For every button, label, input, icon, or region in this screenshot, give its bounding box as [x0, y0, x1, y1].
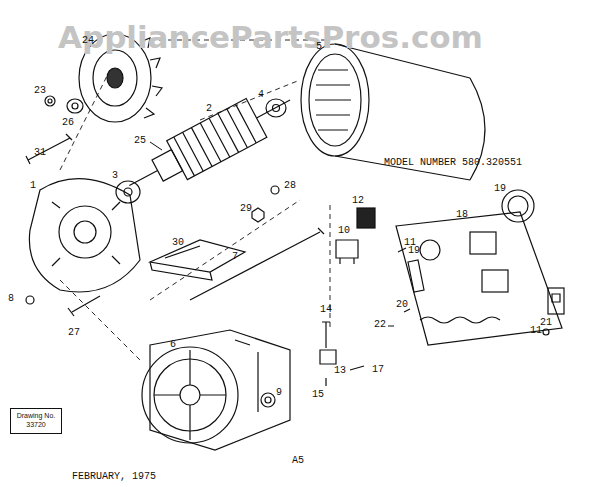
- callout-number: 29: [240, 204, 252, 214]
- drawing-number-box: Drawing No. 33720: [10, 408, 62, 434]
- callout-number: 22: [374, 320, 386, 330]
- callout-number: 15: [312, 390, 324, 400]
- callout-number: 13: [334, 366, 346, 376]
- note-text: MODEL NUMBER 580.320551: [384, 158, 522, 168]
- callout-number: 27: [68, 328, 80, 338]
- callout-number: 19: [494, 184, 506, 194]
- callout-number: 4: [258, 90, 264, 100]
- drawing-number: Drawing No. 33720: [15, 412, 57, 430]
- watermark: AppliancePartsPros.com: [58, 22, 483, 53]
- note-text: A5: [292, 456, 304, 466]
- callout-number: 20: [396, 300, 408, 310]
- callout-number: 14: [320, 305, 332, 315]
- note-text: FEBRUARY, 1975: [72, 472, 156, 482]
- callout-number: 10: [338, 226, 350, 236]
- callout-number: 28: [284, 181, 296, 191]
- callout-number: 18: [456, 210, 468, 220]
- callout-number: 24: [82, 36, 94, 46]
- callout-number: 1: [30, 181, 36, 191]
- callout-number: 8: [8, 294, 14, 304]
- callout-number: 3: [112, 171, 118, 181]
- callout-number: 26: [62, 118, 74, 128]
- callout-number: 19: [408, 246, 420, 256]
- callout-number: 23: [34, 86, 46, 96]
- callout-number: 30: [172, 238, 184, 248]
- callout-number: 17: [372, 365, 384, 375]
- callout-number: 6: [170, 340, 176, 350]
- callout-number: 5: [316, 42, 322, 52]
- callout-number: 12: [352, 196, 364, 206]
- callout-number: 2: [206, 104, 212, 114]
- callout-number: 31: [34, 148, 46, 158]
- callout-number: 25: [134, 136, 146, 146]
- callout-number: 7: [232, 252, 238, 262]
- callout-number: 9: [276, 388, 282, 398]
- callout-number: 11: [530, 326, 542, 336]
